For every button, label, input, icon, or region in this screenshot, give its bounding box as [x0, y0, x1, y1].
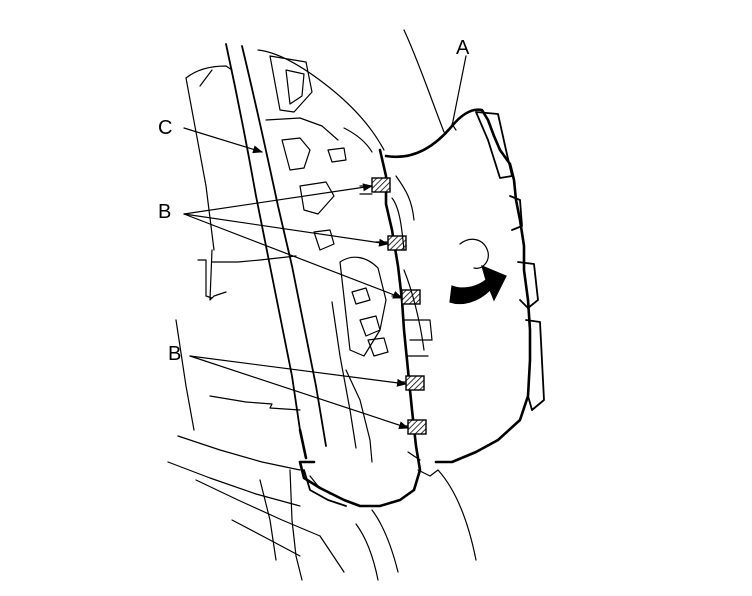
leader-lines: [183, 55, 467, 429]
leader-a: [451, 55, 467, 127]
clip-b-5: [407, 419, 427, 435]
background-body-outline: [167, 29, 477, 581]
leader-b-2: [183, 213, 389, 247]
leader-c: [183, 127, 263, 154]
label-b-lower: B: [168, 343, 182, 365]
clip-slots: [359, 177, 433, 435]
leader-b-5: [189, 355, 409, 429]
leader-b-1: [183, 183, 373, 215]
label-c: C: [158, 117, 173, 139]
pillar-body-c: [225, 43, 439, 508]
leader-b-3: [183, 213, 403, 299]
clip-b-4: [405, 375, 425, 391]
trim-panel-a: [384, 108, 545, 464]
leader-b-4: [189, 355, 407, 387]
label-a: A: [456, 37, 470, 59]
label-b-upper: B: [158, 201, 172, 223]
clip-b-3: [401, 289, 421, 305]
clip-b-1: [371, 177, 391, 193]
rotate-direction-arrow: [449, 264, 507, 305]
